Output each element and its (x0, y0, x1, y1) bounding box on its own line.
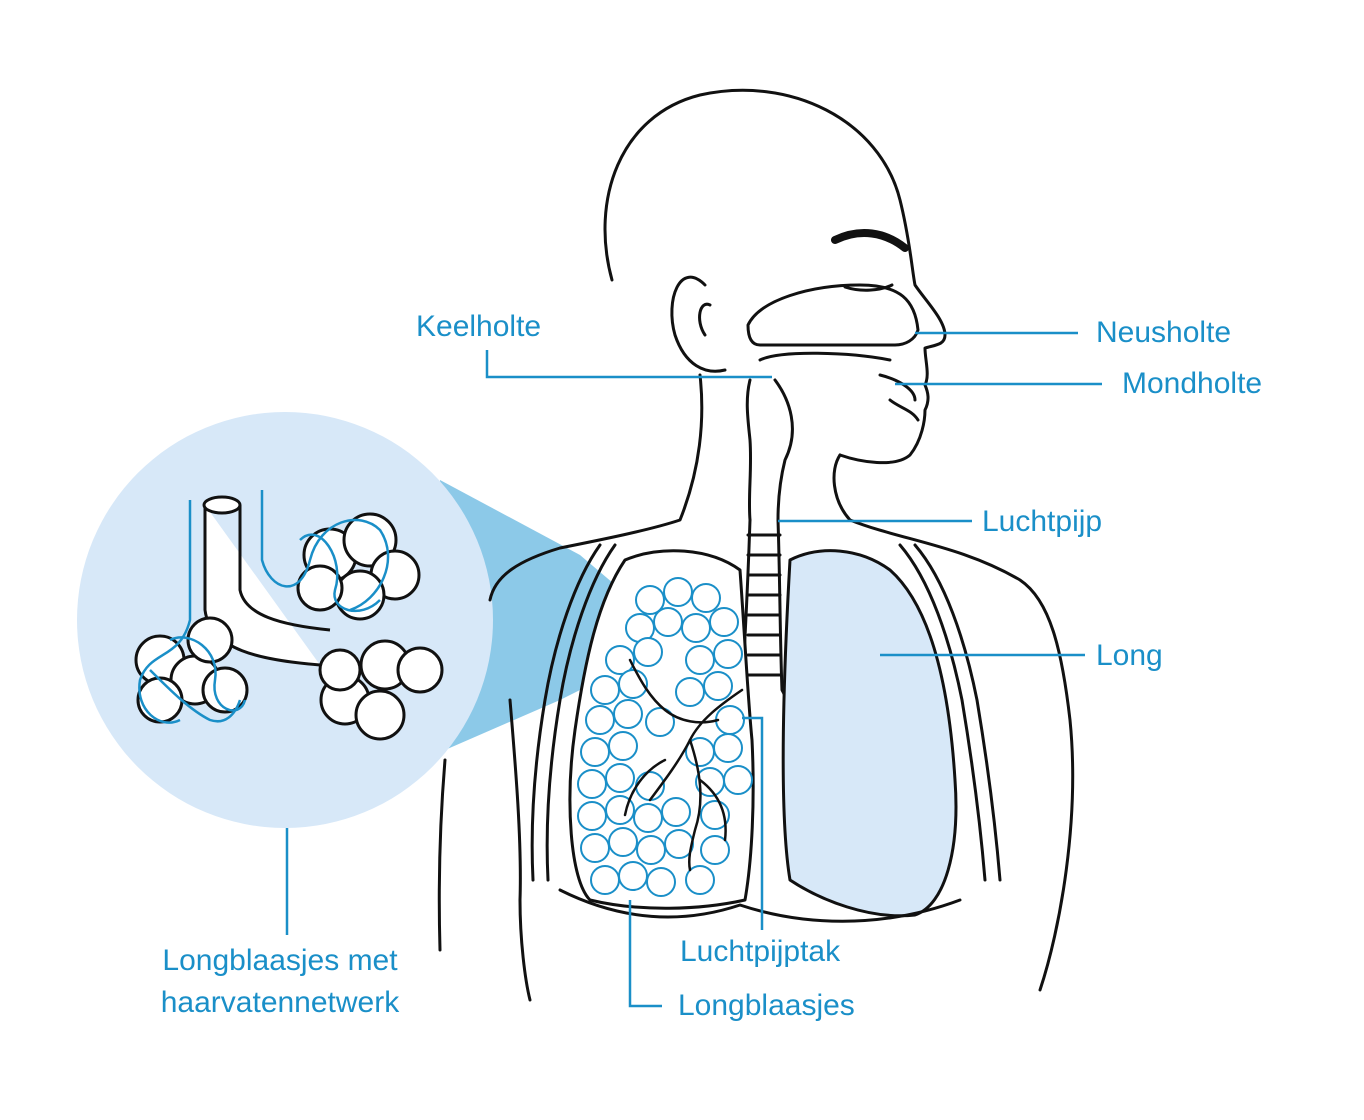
label-longblaasjes: Longblaasjes (678, 989, 855, 1022)
magnifier-beam (440, 480, 680, 750)
label-mondholte: Mondholte (1122, 367, 1263, 400)
label-neusholte: Neusholte (1096, 316, 1232, 349)
label-keelholte: Keelholte (416, 310, 542, 343)
leader-keelholte (485, 350, 772, 379)
label-inset: Longblaasjes met haarvatennetwerk (130, 940, 430, 1024)
label-luchtpijptak: Luchtpijptak (680, 935, 841, 968)
label-inset-line2: haarvatennetwerk (160, 986, 400, 1019)
label-inset-line1: Longblaasjes met (162, 944, 398, 977)
inset-alveoli-cluster (134, 490, 444, 741)
leader-luchtpijptak (742, 716, 764, 930)
leader-lines (285, 331, 1102, 1008)
label-luchtpijp: Luchtpijp (982, 505, 1103, 538)
bronchi (623, 658, 744, 872)
leader-longblaasjes (628, 900, 662, 1008)
label-long: Long (1096, 639, 1163, 672)
lung-alveoli (577, 577, 753, 897)
